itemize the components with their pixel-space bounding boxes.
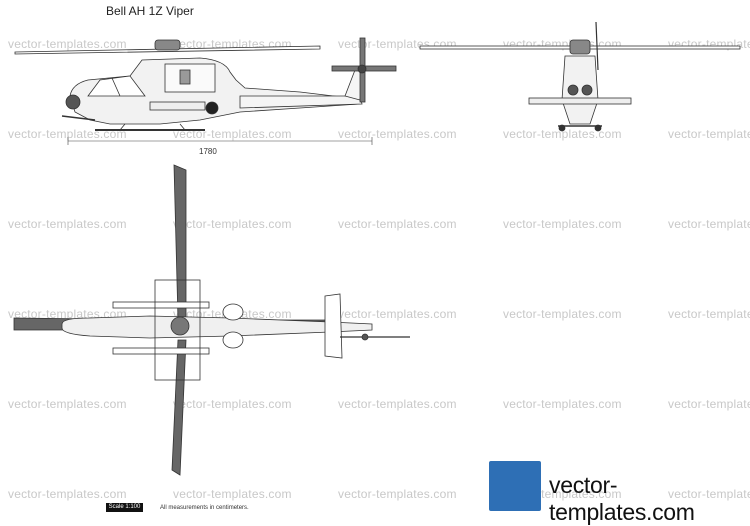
- watermark-text: vector-templates.com: [173, 397, 292, 411]
- top-view: [13, 164, 410, 476]
- watermark-text: vector-templates.com: [8, 397, 127, 411]
- dimension-line: [67, 137, 373, 145]
- watermark-text: vector-templates.com: [668, 397, 750, 411]
- watermark-text: vector-templates.com: [8, 37, 127, 51]
- watermark-text: vector-templates.com: [503, 397, 622, 411]
- watermark-text: vector-templates.com: [503, 127, 622, 141]
- dimension-label: 1780: [199, 147, 217, 156]
- side-view: [14, 37, 397, 131]
- measurement-note: All measurements in centimeters.: [160, 505, 249, 511]
- watermark-text: vector-templates.com: [173, 217, 292, 231]
- top-horizontal-stabilizer: [324, 293, 343, 359]
- top-rotor-hub: [170, 316, 190, 336]
- watermark-text: vector-templates.com: [503, 217, 622, 231]
- watermark-text: vector-templates.com: [173, 487, 292, 501]
- watermark-text: vector-templates.com: [503, 307, 622, 321]
- watermark-text: vector-templates.com: [338, 307, 457, 321]
- watermark-text: vector-templates.com: [338, 217, 457, 231]
- side-canopy: [87, 75, 146, 97]
- front-fuselage: [561, 55, 599, 125]
- watermark-text: vector-templates.com: [668, 127, 750, 141]
- top-rotor-blade-south: [171, 339, 187, 476]
- watermark-text: vector-templates.com: [8, 487, 127, 501]
- logo-badge: [489, 461, 541, 511]
- watermark-text: vector-templates.com: [8, 217, 127, 231]
- watermark-text: vector-templates.com: [338, 397, 457, 411]
- side-nose-turret: [65, 94, 81, 110]
- front-view: [419, 21, 741, 132]
- top-rotor-blade-north: [173, 164, 187, 321]
- top-fuselage: [61, 315, 373, 339]
- front-stub-wings: [528, 97, 632, 105]
- watermark-text: vector-templates.com: [338, 487, 457, 501]
- front-rotor-hub: [569, 39, 591, 55]
- watermark-text: vector-templates.com: [668, 307, 750, 321]
- top-stub-wing-upper: [112, 301, 210, 309]
- watermark-text: vector-templates.com: [668, 217, 750, 231]
- scale-badge: Scale 1:100: [106, 503, 143, 512]
- watermark-text: vector-templates.com: [338, 127, 457, 141]
- page-title: Bell AH 1Z Viper: [106, 4, 194, 18]
- side-rotor-hub: [154, 39, 181, 51]
- logo-text: vector-templates.com: [549, 472, 695, 525]
- watermark-text: vector-templates.com: [668, 487, 750, 501]
- side-stub-wing: [149, 101, 206, 111]
- top-stub-wing-lower: [112, 347, 210, 355]
